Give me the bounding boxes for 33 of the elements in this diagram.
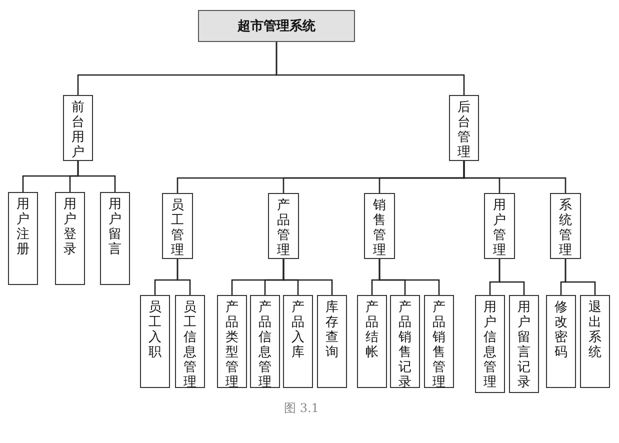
connector-line	[463, 161, 566, 193]
module-box: 退出系统	[580, 295, 610, 388]
module-box: 库存查询	[317, 295, 347, 388]
module-box: 修改密码	[546, 295, 576, 388]
module-box: 产品信息管理	[250, 295, 280, 388]
module-box: 用户管理	[484, 193, 515, 259]
module-box: 用户信息管理	[475, 295, 505, 393]
connector-line	[498, 259, 525, 295]
module-box: 用户登录	[55, 192, 85, 285]
module-box: 用户留言记录	[509, 295, 539, 393]
module-box: 系统管理	[550, 193, 581, 259]
module-box: 销售管理	[364, 193, 395, 259]
module-box: 用户留言	[100, 192, 130, 285]
module-box: 产品入库	[283, 295, 313, 388]
title-box: 超市管理系统	[198, 10, 355, 42]
figure-caption: 图 3.1	[284, 400, 319, 417]
connector-line	[282, 259, 333, 295]
connector-line	[77, 161, 116, 192]
connector-line	[176, 259, 191, 295]
module-box: 员工管理	[162, 193, 193, 259]
module-box: 产品销售记录	[390, 295, 420, 388]
connector-line	[276, 42, 465, 95]
connector-line	[378, 259, 440, 295]
module-box: 产品类型管理	[217, 295, 247, 388]
connector-line	[564, 259, 596, 295]
module-box: 后台管理	[449, 95, 479, 161]
module-box: 员工入职	[140, 295, 170, 388]
module-box: 员工信息管理	[175, 295, 205, 388]
module-box: 用户注册	[8, 192, 38, 285]
module-box: 产品销售管理	[424, 295, 454, 388]
module-box: 产品结帐	[357, 295, 387, 388]
module-box: 产品管理	[268, 193, 299, 259]
module-box: 前台用户	[63, 95, 93, 161]
